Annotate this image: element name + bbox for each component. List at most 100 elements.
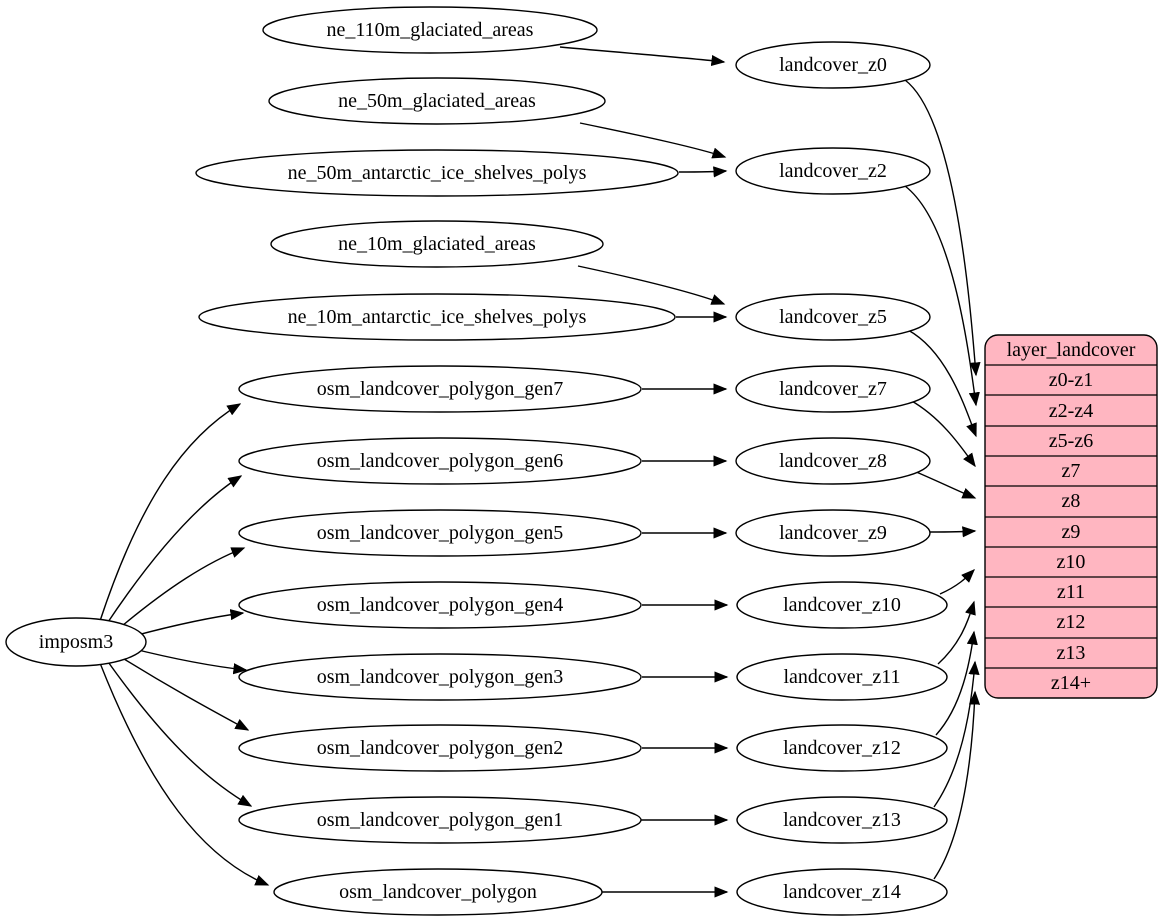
edge-ne-10m-glaciated-areas-to-landcover-z5 (577, 265, 726, 305)
edge-imposm3-to-osm-landcover-polygon-gen1 (105, 658, 253, 807)
osm-landcover-polygon-gen3-label: osm_landcover_polygon_gen3 (317, 666, 564, 688)
osm-landcover-polygon-gen3-ellipse (238, 653, 642, 701)
table-layer-landcover: layer_landcover z0-z1 z2-z4 z5-z6 z7 z8 … (984, 334, 1158, 699)
ne-10m-antarctic-ice-shelves-polys-ellipse (198, 293, 676, 341)
table-row-z7: z7 (1062, 460, 1081, 482)
table-row-z0-z1: z0-z1 (1049, 369, 1093, 391)
node-osm-landcover-polygon-gen7: osm_landcover_polygon_gen7 (238, 365, 642, 413)
edge-landcover-z10-to-row-z10 (939, 569, 975, 595)
edge-landcover-z7-to-row-z7 (909, 399, 976, 468)
edge-ne-50m-glaciated-areas-to-landcover-z2 (579, 122, 727, 159)
node-landcover-z12: landcover_z12 (736, 724, 948, 772)
node-osm-landcover-polygon-gen6: osm_landcover_polygon_gen6 (238, 437, 642, 485)
node-ne-10m-antarctic-ice-shelves-polys: ne_10m_antarctic_ice_shelves_polys (198, 293, 676, 341)
node-ne-50m-antarctic-ice-shelves-polys: ne_50m_antarctic_ice_shelves_polys (195, 149, 679, 197)
edge-imposm3-to-osm-landcover-polygon-gen7 (99, 403, 242, 622)
ne-10m-glaciated-areas-ellipse (270, 220, 604, 268)
landcover-z0-label: landcover_z0 (779, 54, 887, 76)
edge-landcover-z12-to-row-z12 (935, 630, 978, 736)
node-landcover-z7: landcover_z7 (735, 365, 931, 413)
edge-landcover-z14-to-row-z14 (933, 690, 981, 880)
ne-50m-glaciated-areas-label: ne_50m_glaciated_areas (338, 90, 536, 112)
landcover-z5-label: landcover_z5 (779, 306, 887, 328)
edge-imposm3-to-osm-landcover-polygon-gen5 (115, 547, 246, 632)
node-osm-landcover-polygon-gen3: osm_landcover_polygon_gen3 (238, 653, 642, 701)
ne-110m-glaciated-areas-ellipse (262, 6, 598, 54)
edge-imposm3-to-osm-landcover-polygon-gen4 (129, 609, 245, 638)
landcover-z7-label: landcover_z7 (779, 378, 887, 400)
edge-ne-110m-glaciated-areas-to-landcover-z0 (559, 46, 726, 67)
table-row-z10: z10 (1057, 551, 1086, 573)
osm-landcover-polygon-gen2-label: osm_landcover_polygon_gen2 (317, 737, 564, 759)
osm-landcover-polygon-gen5-label: osm_landcover_polygon_gen5 (317, 522, 564, 544)
osm-landcover-polygon-gen6-ellipse (238, 437, 642, 485)
node-osm-landcover-polygon: osm_landcover_polygon (273, 868, 603, 916)
edge-landcover-z8-to-row-z8 (913, 470, 977, 499)
table-row-z13: z13 (1057, 642, 1086, 664)
edge-landcover-z11-to-row-z11 (937, 600, 976, 665)
osm-landcover-polygon-gen7-ellipse (238, 365, 642, 413)
osm-landcover-polygon-ellipse (273, 868, 603, 916)
imposm3-label: imposm3 (39, 631, 113, 653)
node-landcover-z9: landcover_z9 (735, 509, 931, 557)
landcover-z8-label: landcover_z8 (779, 450, 887, 472)
table-row-z9: z9 (1062, 521, 1081, 543)
edge-imposm3-to-osm-landcover-polygon-gen6 (105, 475, 243, 626)
landcover-z13-label: landcover_z13 (783, 809, 901, 831)
table-row-z12: z12 (1057, 611, 1086, 633)
landcover-z12-ellipse (736, 724, 948, 772)
edge-landcover-z9-to-row-z9 (929, 526, 977, 538)
ne-110m-glaciated-areas-label: ne_110m_glaciated_areas (327, 19, 534, 41)
node-landcover-z14: landcover_z14 (736, 868, 948, 916)
table-row-z8: z8 (1062, 490, 1081, 512)
node-landcover-z8: landcover_z8 (735, 437, 931, 485)
node-osm-landcover-polygon-gen4: osm_landcover_polygon_gen4 (238, 581, 642, 629)
landcover-z11-ellipse (736, 653, 948, 701)
imposm3-ellipse (5, 617, 147, 667)
ne-50m-antarctic-ice-shelves-polys-ellipse (195, 149, 679, 197)
node-landcover-z10: landcover_z10 (736, 581, 948, 629)
table-row-z14: z14+ (1051, 672, 1091, 694)
landcover-z2-ellipse (735, 147, 931, 195)
edge-landcover-z5-to-row-z5-z6 (907, 329, 977, 438)
edge-ne-50m-antarctic-ice-shelves-polys-to-landcover-z2 (678, 166, 728, 178)
ne-10m-glaciated-areas-label: ne_10m_glaciated_areas (338, 233, 536, 255)
edge-imposm3-to-osm-landcover-polygon-gen3 (129, 647, 248, 675)
table-row-z2-z4: z2-z4 (1049, 400, 1093, 422)
edge-imposm3-to-osm-landcover-polygon-gen2 (115, 653, 250, 731)
landcover-z5-ellipse (735, 293, 931, 341)
landcover-z10-label: landcover_z10 (783, 594, 901, 616)
node-landcover-z11: landcover_z11 (736, 653, 948, 701)
landcover-z14-label: landcover_z14 (783, 881, 901, 903)
landcover-z7-ellipse (735, 365, 931, 413)
osm-landcover-polygon-gen6-label: osm_landcover_polygon_gen6 (317, 450, 564, 472)
node-ne-10m-glaciated-areas: ne_10m_glaciated_areas (270, 220, 604, 268)
edge-imposm3-to-osm-landcover-polygon (99, 662, 270, 886)
osm-landcover-polygon-gen4-ellipse (238, 581, 642, 629)
edge-landcover-z0-to-row-z0-z1 (904, 79, 981, 377)
landcover-z2-label: landcover_z2 (779, 160, 887, 182)
node-imposm3: imposm3 (5, 617, 147, 667)
node-osm-landcover-polygon-gen2: osm_landcover_polygon_gen2 (238, 724, 642, 772)
osm-landcover-polygon-gen5-ellipse (238, 509, 642, 557)
node-landcover-z2: landcover_z2 (735, 147, 931, 195)
osm-landcover-polygon-gen1-ellipse (238, 796, 642, 844)
osm-landcover-polygon-gen7-label: osm_landcover_polygon_gen7 (317, 378, 564, 400)
landcover-z10-ellipse (736, 581, 948, 629)
table-row-z11: z11 (1057, 581, 1085, 603)
landcover-z11-label: landcover_z11 (784, 666, 901, 688)
landcover-z12-label: landcover_z12 (783, 737, 901, 759)
node-landcover-z13: landcover_z13 (736, 796, 948, 844)
ne-50m-glaciated-areas-ellipse (268, 77, 606, 125)
edge-landcover-z13-to-row-z13 (933, 660, 980, 808)
landcover-z9-ellipse (735, 509, 931, 557)
node-ne-110m-glaciated-areas: ne_110m_glaciated_areas (262, 6, 598, 54)
node-osm-landcover-polygon-gen1: osm_landcover_polygon_gen1 (238, 796, 642, 844)
osm-landcover-polygon-label: osm_landcover_polygon (339, 881, 537, 903)
node-landcover-z5: landcover_z5 (735, 293, 931, 341)
ne-10m-antarctic-ice-shelves-polys-label: ne_10m_antarctic_ice_shelves_polys (288, 306, 587, 328)
node-landcover-z0: landcover_z0 (735, 41, 931, 89)
osm-landcover-polygon-gen1-label: osm_landcover_polygon_gen1 (317, 809, 564, 831)
